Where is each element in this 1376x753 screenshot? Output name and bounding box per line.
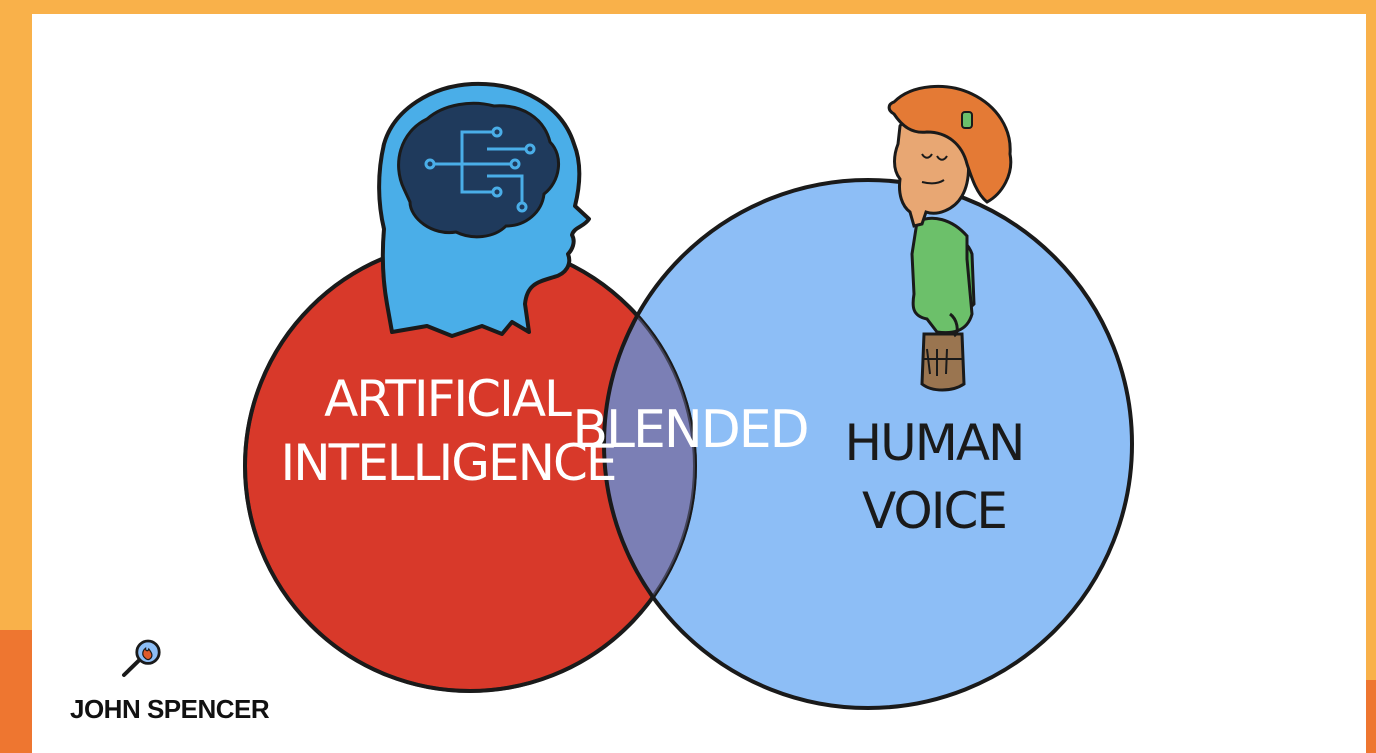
ai-brain-head-icon xyxy=(377,81,591,338)
diagram-canvas: ARTIFICIAL INTELLIGENCE BLENDED HUMAN VO… xyxy=(32,14,1366,753)
human-label-line1: HUMAN xyxy=(845,414,1024,472)
ai-label-line1: ARTIFICIAL xyxy=(324,370,572,428)
magnifying-glass-flame-logo xyxy=(122,639,161,677)
human-label-line2: VOICE xyxy=(862,482,1006,540)
person-illustration xyxy=(887,84,1013,392)
brand-name: JOHN SPENCER xyxy=(70,694,270,724)
blended-label: BLENDED xyxy=(572,400,807,460)
venn-diagram: ARTIFICIAL INTELLIGENCE BLENDED HUMAN VO… xyxy=(243,81,1134,710)
ai-label-line2: INTELLIGENCE xyxy=(281,434,616,492)
